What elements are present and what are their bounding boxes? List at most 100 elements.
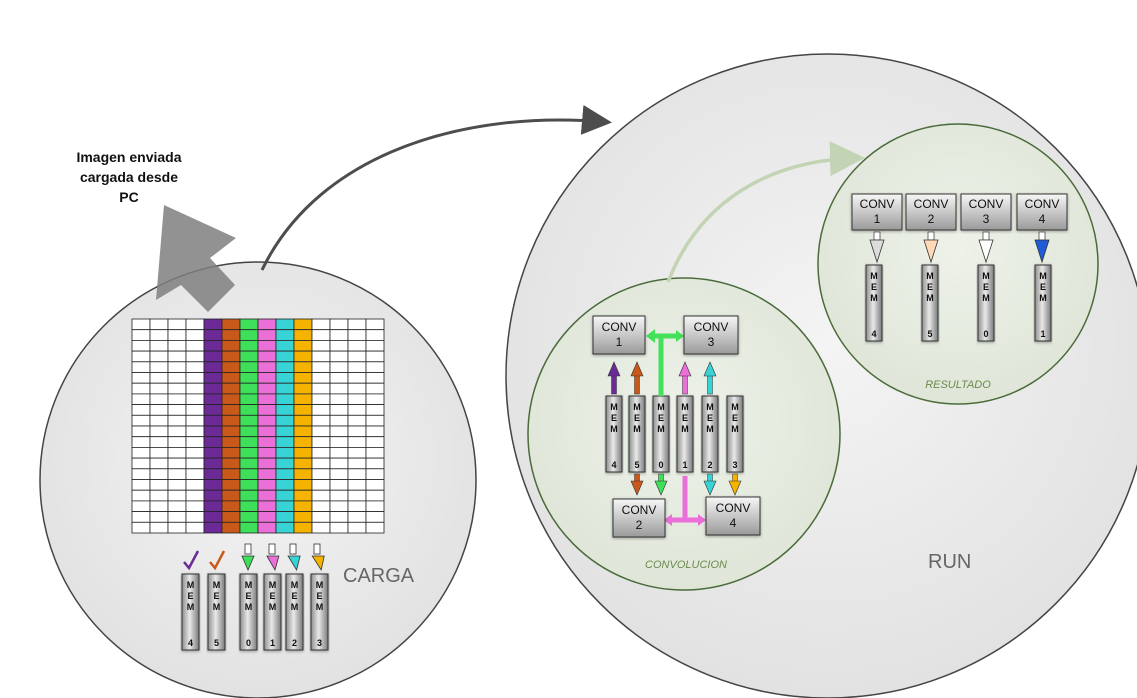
image-grid-cell <box>167 479 187 491</box>
memory-module-number: 3 <box>732 460 737 470</box>
image-grid-cell <box>329 479 349 491</box>
image-grid-cell <box>149 511 169 523</box>
image-grid-cell <box>167 521 187 534</box>
upload-caption-line2: cargada desde <box>80 169 178 185</box>
image-grid-cell <box>293 393 313 405</box>
image-grid-cell <box>203 339 223 352</box>
image-grid-cell <box>221 500 241 512</box>
image-grid-cell <box>347 489 367 502</box>
image-grid-cell <box>275 446 295 459</box>
image-grid-cell <box>203 382 223 395</box>
image-grid-cell <box>167 318 187 331</box>
memory-module-letter: M <box>291 602 299 612</box>
memory-module-letter: M <box>269 602 277 612</box>
image-grid-cell <box>203 500 223 512</box>
image-grid-cell <box>293 479 313 491</box>
image-grid-cell <box>185 414 205 427</box>
memory-module-letter: M <box>610 424 618 434</box>
image-grid-cell <box>131 382 151 395</box>
svg-text:CONV: CONV <box>622 503 657 517</box>
svg-text:1: 1 <box>616 335 623 349</box>
image-grid-cell <box>275 489 295 502</box>
image-grid-cell <box>257 521 277 534</box>
memory-module-number: 1 <box>270 638 275 648</box>
memory-module-letter: M <box>870 293 878 303</box>
image-grid-cell <box>365 436 385 448</box>
memory-module-letter: M <box>213 580 221 590</box>
image-grid-cell <box>311 489 331 502</box>
image-grid-cell <box>239 511 259 523</box>
image-grid-cell <box>185 446 205 459</box>
image-grid-cell <box>221 457 241 470</box>
memory-module-number: 2 <box>707 460 712 470</box>
image-grid-cell <box>149 468 169 480</box>
conv-block-3: CONV 3 <box>683 315 739 355</box>
image-grid-cell <box>347 339 367 352</box>
image-grid-cell <box>257 329 277 341</box>
memory-module-number: 4 <box>871 329 876 339</box>
conv-number: 2 <box>928 212 935 226</box>
image-grid-cell <box>239 446 259 459</box>
image-grid-cell <box>365 457 385 470</box>
image-grid-cell <box>167 511 187 523</box>
conv-word: CONV <box>860 197 895 211</box>
image-grid-cell <box>311 339 331 352</box>
image-grid-cell <box>185 361 205 373</box>
image-grid-cell <box>257 511 277 523</box>
conv-block-1: CONV 1 <box>592 315 646 355</box>
image-grid-cell <box>275 372 295 384</box>
image-grid-cell <box>131 521 151 534</box>
image-grid-cell <box>239 414 259 427</box>
image-grid-cell <box>293 361 313 373</box>
image-grid-cell <box>221 511 241 523</box>
memory-module-letter: M <box>926 271 934 281</box>
image-grid-cell <box>149 329 169 341</box>
memory-module-letter: M <box>245 602 253 612</box>
memory-module-letter: E <box>927 282 933 292</box>
image-grid-cell <box>365 521 385 534</box>
image-grid-cell <box>365 329 385 341</box>
image-grid-cell <box>203 511 223 523</box>
memory-module-letter: M <box>187 602 195 612</box>
image-grid-cell <box>167 446 187 459</box>
image-grid-cell <box>167 457 187 470</box>
image-grid-cell <box>257 414 277 427</box>
image-grid-cell <box>239 500 259 512</box>
down-arrow-icon <box>703 480 717 496</box>
image-grid-cell <box>239 457 259 470</box>
run-label: RUN <box>928 551 971 573</box>
down-arrow-icon <box>654 480 668 496</box>
image-grid-cell <box>131 318 151 331</box>
image-grid-cell <box>311 393 331 405</box>
memory-module-letter: M <box>187 580 195 590</box>
image-grid-cell <box>131 361 151 373</box>
memory-module-letter: E <box>732 413 738 423</box>
image-grid-cell <box>347 446 367 459</box>
image-grid-cell <box>149 361 169 373</box>
image-grid-cell <box>347 500 367 512</box>
memory-module-number: 5 <box>214 638 219 648</box>
image-grid-cell <box>329 489 349 502</box>
image-grid-cell <box>131 414 151 427</box>
image-grid-cell <box>275 318 295 331</box>
image-grid-cell <box>239 393 259 405</box>
conv-number: 3 <box>983 212 990 226</box>
image-grid-cell <box>149 425 169 438</box>
image-grid-cell <box>347 372 367 384</box>
conv-number: 1 <box>874 212 881 226</box>
image-grid-cell <box>239 361 259 373</box>
image-grid-cell <box>185 350 205 363</box>
image-grid-cell <box>329 372 349 384</box>
image-grid-cell <box>275 350 295 363</box>
memory-module-letter: E <box>871 282 877 292</box>
image-grid-cell <box>185 511 205 523</box>
image-grid-cell <box>239 339 259 352</box>
memory-module-number: 5 <box>634 460 639 470</box>
